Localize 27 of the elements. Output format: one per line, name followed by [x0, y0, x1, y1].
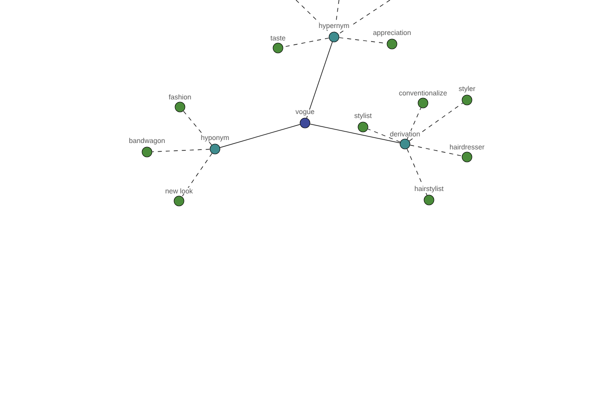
graph-node — [272, 42, 284, 54]
graph-node — [358, 122, 368, 132]
connector-line — [310, 124, 400, 144]
dashed-line — [182, 153, 212, 197]
connector-line — [220, 124, 300, 148]
graph-node — [424, 194, 434, 206]
dashed-line — [183, 110, 212, 146]
dashed-line — [338, 37, 388, 44]
graph-node — [174, 196, 184, 206]
graph-node — [462, 152, 472, 162]
dashed-line — [410, 144, 462, 156]
graph-node — [142, 146, 152, 158]
graph-node — [174, 102, 186, 112]
dashed-line — [406, 108, 422, 140]
dashed-line — [338, 0, 390, 34]
graph-node — [328, 32, 340, 42]
dashed-line — [406, 148, 428, 196]
dashed-line — [408, 102, 464, 142]
connector-line — [306, 42, 333, 118]
dashed-line — [368, 128, 400, 142]
graph-node — [400, 138, 410, 150]
graph-node — [210, 144, 220, 154]
graph-node — [462, 94, 472, 106]
graph-node — [386, 38, 398, 50]
dashed-line — [152, 148, 210, 152]
graph-node — [418, 98, 428, 108]
graph-node — [300, 118, 310, 128]
